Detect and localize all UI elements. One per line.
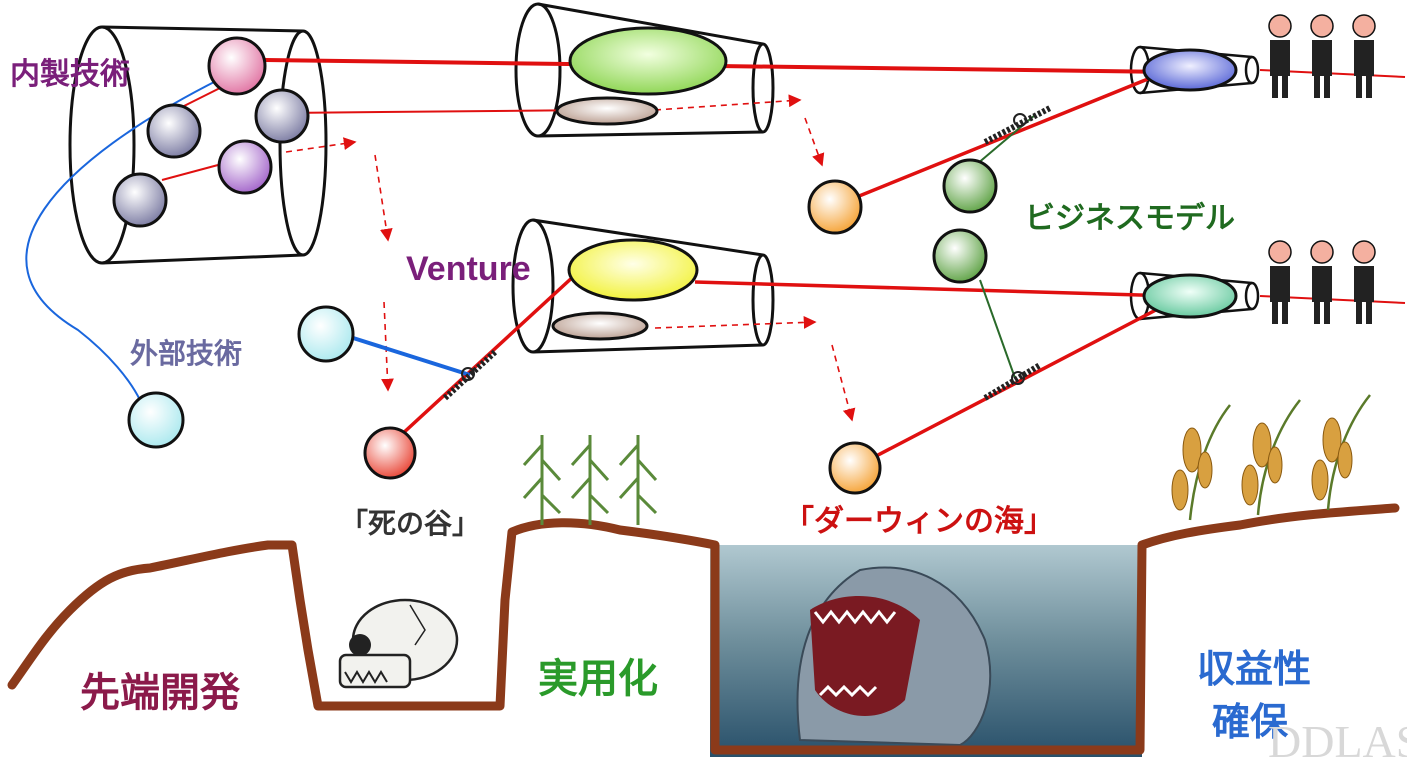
node-green-2	[932, 228, 988, 284]
ground-line	[7, 503, 1400, 755]
node-cyan-2	[127, 391, 185, 449]
label-external-tech: 外部技術	[130, 338, 242, 369]
label-darwin-sea: 「ダーウィンの海」	[784, 504, 1054, 538]
shark-icon	[796, 566, 992, 747]
node-green-1	[942, 158, 998, 214]
label-practical-use: 実用化	[538, 657, 658, 701]
people-group-upper	[1268, 14, 1376, 98]
tech-nodes	[112, 36, 998, 495]
label-advanced-development: 先端開発	[80, 671, 241, 715]
dashed-arrows	[285, 94, 856, 422]
capsule-brown-lower	[551, 311, 649, 341]
capsule-brown-upper	[555, 96, 659, 126]
capsule-yellow	[567, 238, 699, 302]
funnel-venture	[511, 218, 775, 354]
funnel-in-house	[68, 25, 328, 265]
cane-plants-icon	[522, 435, 658, 525]
node-orange-2	[828, 441, 882, 495]
label-valley-of-death: 「死の谷」	[340, 507, 480, 539]
label-in-house-tech: 内製技術	[10, 58, 130, 91]
label-business-model: ビジネスモデル	[1025, 201, 1235, 235]
label-profit-line1: 収益性	[1197, 649, 1311, 691]
capsule-lime	[568, 26, 728, 96]
blue-link-curve	[25, 79, 219, 401]
node-orange-1	[807, 179, 863, 235]
capsule-blue	[1142, 48, 1238, 92]
node-red	[363, 426, 417, 480]
node-cyan-1	[297, 305, 355, 363]
rope-knot-upper	[983, 105, 1052, 145]
people-group-lower	[1268, 240, 1376, 324]
label-venture: Venture	[406, 250, 531, 288]
node-pink	[207, 36, 267, 96]
node-slate-1	[146, 103, 202, 159]
node-slate-2	[254, 88, 310, 144]
rope-knot-venture	[442, 349, 498, 401]
node-slate-3	[112, 172, 168, 228]
watermark-logo: DDLASER	[1268, 716, 1407, 757]
red-links	[161, 58, 1406, 468]
skull-icon	[338, 598, 459, 689]
rope-knot-lower	[983, 362, 1042, 401]
blue-link-external	[349, 335, 471, 377]
capsule-teal	[1142, 273, 1238, 319]
label-profit-line2: 確保	[1212, 702, 1289, 744]
rice-plants-icon	[1171, 394, 1371, 521]
node-purple	[217, 139, 273, 195]
funnel-upper	[514, 2, 775, 138]
